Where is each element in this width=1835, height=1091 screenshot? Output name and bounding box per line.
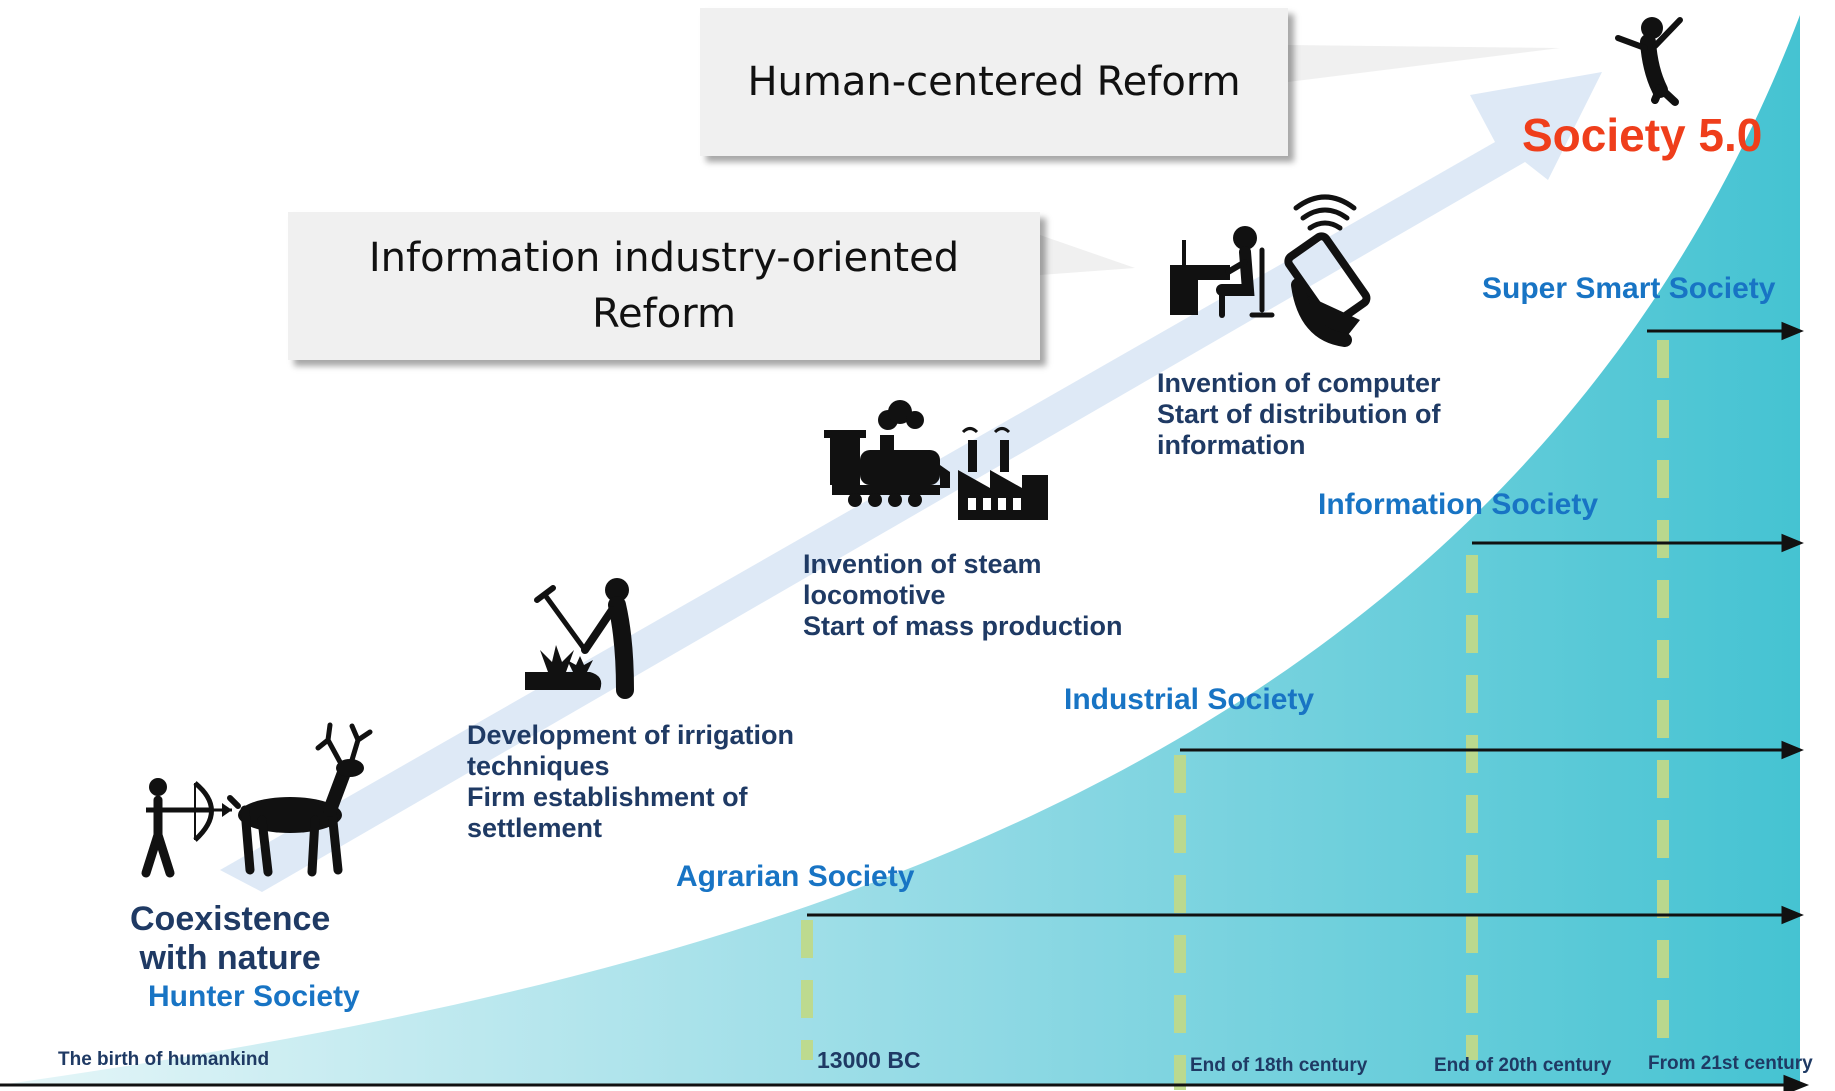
callout-information-line1: Information industry-oriented bbox=[368, 235, 960, 281]
archer-icon bbox=[141, 778, 232, 878]
information-desc-line3: information bbox=[1157, 430, 1306, 460]
industrial-desc-line2: locomotive bbox=[803, 580, 946, 610]
information-description: Invention of computer Start of distribut… bbox=[1157, 368, 1441, 461]
agrarian-desc-line4: settlement bbox=[467, 813, 603, 843]
deer-icon bbox=[227, 722, 373, 877]
computer-user-icon bbox=[1170, 226, 1275, 318]
callout-information-line2: Reform bbox=[592, 291, 736, 337]
factory-icon bbox=[958, 427, 1048, 520]
locomotive-icon bbox=[824, 400, 950, 507]
information-desc-line1: Invention of computer bbox=[1157, 368, 1441, 398]
super-smart-society-label: Super Smart Society bbox=[1482, 272, 1776, 305]
coexistence-line1: Coexistence bbox=[130, 900, 331, 938]
plant-icon bbox=[525, 645, 602, 690]
information-society-label: Information Society bbox=[1318, 488, 1599, 521]
callout-information-oriented: Information industry-oriented Reform bbox=[288, 212, 1040, 360]
smartphone-hand-icon bbox=[1284, 194, 1371, 347]
callout-pointer-information bbox=[1040, 235, 1135, 275]
agrarian-desc-line3: Firm establishment of bbox=[467, 782, 748, 812]
industrial-desc-line3: Start of mass production bbox=[803, 611, 1123, 641]
timeline-18th-century-label: End of 18th century bbox=[1190, 1055, 1368, 1076]
industrial-desc-line1: Invention of steam bbox=[803, 549, 1042, 579]
agrarian-desc-line1: Development of irrigation bbox=[467, 720, 795, 750]
coexistence-label: Coexistence with nature bbox=[130, 900, 330, 978]
callout-pointer-human bbox=[1288, 45, 1560, 82]
industrial-society-label: Industrial Society bbox=[1064, 683, 1315, 716]
callout-human-centered: Human-centered Reform bbox=[700, 8, 1288, 156]
callout-human-centered-text: Human-centered Reform bbox=[747, 59, 1241, 105]
timeline-13000bc-label: 13000 BC bbox=[817, 1047, 921, 1073]
agrarian-description: Development of irrigation techniques Fir… bbox=[467, 720, 794, 844]
timeline-birth-label: The birth of humankind bbox=[58, 1049, 270, 1070]
timeline-21st-century-label: From 21st century bbox=[1648, 1053, 1813, 1074]
coexistence-line2: with nature bbox=[139, 939, 321, 977]
hunter-society-label: Hunter Society bbox=[148, 980, 360, 1013]
industrial-description: Invention of steam locomotive Start of m… bbox=[803, 549, 1123, 642]
society-5-0-label: Society 5.0 bbox=[1522, 109, 1763, 161]
agrarian-society-label: Agrarian Society bbox=[676, 860, 915, 893]
person-cheering-icon bbox=[1615, 17, 1683, 106]
farmer-icon bbox=[534, 578, 634, 699]
information-desc-line2: Start of distribution of bbox=[1157, 399, 1441, 429]
agrarian-desc-line2: techniques bbox=[467, 751, 610, 781]
timeline-20th-century-label: End of 20th century bbox=[1434, 1055, 1612, 1076]
growth-curve-area bbox=[0, 15, 1800, 1085]
